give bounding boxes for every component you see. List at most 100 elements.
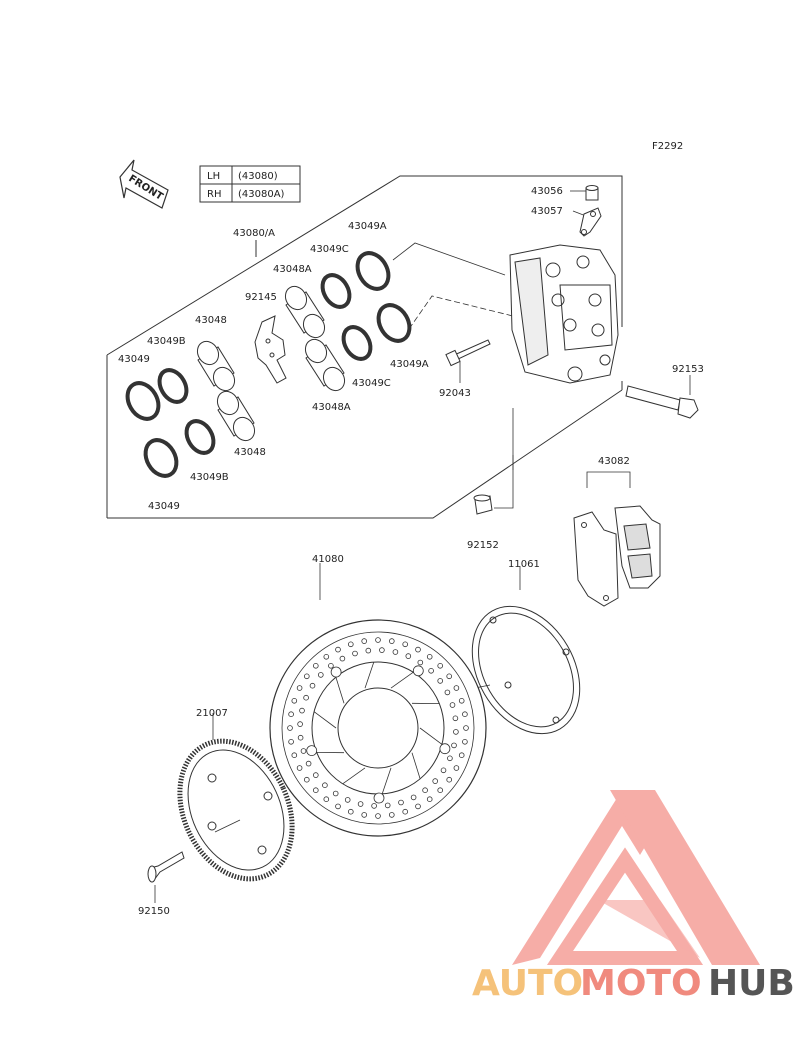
disc-hole: [300, 748, 307, 754]
disc-hole: [312, 772, 319, 778]
disc-hole: [322, 782, 328, 788]
piston-43048-bot: [216, 390, 256, 442]
seal-ring-43049-bot: [143, 438, 179, 478]
disc-hole: [426, 653, 433, 660]
disc-rivet: [306, 745, 318, 756]
disc-hole: [312, 787, 319, 793]
disc-hole: [432, 778, 439, 784]
disc-hole: [410, 794, 417, 801]
caliper-assembly-outline: [106, 175, 623, 519]
disc-hole: [458, 697, 465, 704]
disc-hole: [344, 797, 351, 803]
disc-hole: [312, 662, 319, 669]
mounting-bolt-92153: [625, 385, 699, 419]
label-43049-bot: 43049: [148, 501, 180, 512]
disc-hole: [309, 682, 316, 689]
disc-spoke: [381, 767, 392, 795]
disc-hole: [297, 734, 304, 741]
disc-hole: [384, 802, 391, 809]
brake-disc-41080: [269, 619, 487, 837]
variant-lh-part: (43080): [238, 171, 278, 182]
disc-hole: [297, 721, 303, 727]
disc-hole: [405, 653, 412, 659]
disc-hole: [422, 787, 428, 793]
disc-hole: [296, 765, 303, 771]
disc-spoke: [335, 677, 345, 704]
label-92153: 92153: [672, 364, 704, 375]
disc-hole: [437, 662, 444, 669]
disc-hole: [317, 672, 324, 678]
figure-code: F2292: [652, 141, 683, 152]
disc-hole: [458, 752, 465, 758]
watermark-part2: MOTO: [580, 963, 702, 1004]
disc-hole: [328, 662, 334, 669]
disc-hole: [437, 678, 444, 684]
disc-hole: [303, 694, 309, 701]
disc-spoke: [411, 752, 421, 779]
disc-hole: [444, 689, 451, 696]
variant-table: LH (43080) RH (43080A): [199, 165, 301, 203]
pad-pin-92043: [445, 339, 491, 367]
disc-hole: [428, 667, 434, 674]
disc-spoke: [390, 671, 414, 689]
label-43049A-bot: 43049A: [390, 359, 429, 370]
disc-hole: [402, 641, 409, 648]
disc-hole: [323, 796, 330, 802]
abs-rotor-21007: [177, 738, 295, 882]
disc-hole: [352, 650, 358, 657]
disc-hole: [303, 673, 310, 680]
disc-hole: [365, 647, 372, 654]
disc-hole: [447, 755, 453, 762]
gasket-11061: [471, 605, 581, 735]
seal-ring-43049A-bot: [376, 303, 412, 343]
disc-spoke: [364, 661, 375, 689]
disc-hole: [371, 803, 377, 809]
label-21007: 21007: [196, 708, 228, 719]
label-43048-bot: 43048: [234, 447, 266, 458]
brake-caliper-body: [509, 244, 619, 384]
disc-hole: [451, 742, 457, 749]
disc-spoke: [342, 767, 366, 785]
label-41080: 41080: [312, 554, 344, 565]
variant-lh-side: LH: [207, 171, 220, 182]
disc-hole: [379, 647, 385, 653]
pad-spring-92145: [254, 315, 287, 384]
seal-ring-43049C-top: [320, 273, 352, 309]
seal-ring-43049C-bot: [341, 325, 373, 361]
label-11061: 11061: [508, 559, 540, 570]
disc-spoke: [313, 711, 337, 729]
label-43049B-bot: 43049B: [190, 472, 229, 483]
disc-hole: [299, 707, 305, 714]
rotor-bolt-92150: [147, 851, 185, 883]
disc-hole: [357, 801, 364, 807]
label-43048A-top: 43048A: [273, 264, 312, 275]
part-labels: 43080/A 43049A 43049C 43048A 92145 43048…: [118, 186, 704, 917]
disc-hole: [335, 646, 341, 653]
label-43080: 43080/A: [233, 228, 275, 239]
seal-ring-43049B-bot: [184, 419, 216, 455]
disc-hole: [437, 787, 444, 793]
piston-43048-top: [196, 340, 236, 392]
label-43057: 43057: [531, 206, 563, 217]
disc-rivet: [412, 665, 424, 677]
disc-hole: [415, 803, 421, 810]
seal-ring-43049-top: [125, 381, 161, 421]
bracket-43057: [579, 207, 602, 237]
disc-hole: [398, 799, 404, 806]
seal-ring-43049A-top: [355, 251, 391, 291]
label-43049A-top: 43049A: [348, 221, 387, 232]
disc-hole: [388, 638, 395, 644]
variant-rh-part: (43080A): [238, 189, 285, 200]
disc-hole: [291, 697, 298, 704]
disc-hole: [453, 729, 459, 735]
disc-hole: [287, 725, 293, 731]
label-43049B-top: 43049B: [147, 336, 186, 347]
watermark-logo: [512, 790, 760, 965]
disc-hole: [446, 776, 453, 783]
disc-hole: [462, 738, 468, 745]
disc-hole: [288, 738, 294, 745]
disc-hole: [402, 808, 409, 815]
disc-hole: [323, 653, 330, 660]
